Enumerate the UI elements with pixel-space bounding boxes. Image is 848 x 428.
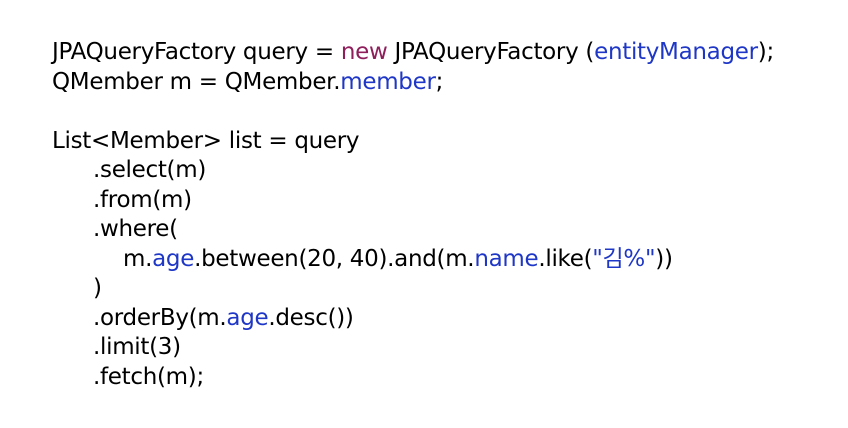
code-text: .desc()) bbox=[268, 304, 354, 331]
code-text: JPAQueryFactory ( bbox=[387, 39, 595, 65]
code-text: .between(20, 40).and(m. bbox=[194, 245, 475, 272]
code-line-where: .where( bbox=[52, 215, 842, 245]
code-line-where-condition: m.age.between(20, 40).and(m.name.like("김… bbox=[52, 245, 842, 275]
name-field: name bbox=[474, 245, 539, 272]
code-text: ) bbox=[93, 275, 102, 301]
code-text: List<Member> list = query bbox=[52, 127, 360, 154]
code-line-from: .from(m) bbox=[52, 186, 842, 216]
code-text: )) bbox=[655, 245, 673, 272]
age-field: age bbox=[226, 304, 269, 331]
code-text: .where( bbox=[93, 216, 178, 242]
entity-manager-arg: entityManager bbox=[594, 39, 758, 65]
code-text: .limit(3) bbox=[93, 334, 181, 360]
code-text: .like( bbox=[538, 245, 593, 272]
code-line-fetch: .fetch(m); bbox=[52, 363, 842, 393]
age-field: age bbox=[152, 245, 195, 272]
code-line-qmember: QMember m = QMember.member; bbox=[52, 68, 842, 98]
code-line-select: .select(m) bbox=[52, 156, 842, 186]
code-line-where-close: ) bbox=[52, 274, 842, 304]
code-line-limit: .limit(3) bbox=[52, 333, 842, 363]
code-text: .fetch(m); bbox=[93, 363, 204, 390]
member-field: member bbox=[340, 68, 436, 95]
code-text: JPAQueryFactory query = bbox=[52, 39, 341, 65]
code-snippet: JPAQueryFactory query = new JPAQueryFact… bbox=[52, 38, 842, 392]
code-text: QMember m = QMember. bbox=[52, 68, 341, 95]
code-text: ); bbox=[757, 39, 774, 65]
code-text: .orderBy(m. bbox=[93, 304, 227, 331]
code-text: ; bbox=[435, 68, 444, 95]
code-text: .from(m) bbox=[93, 186, 192, 213]
code-line-order-by: .orderBy(m.age.desc()) bbox=[52, 304, 842, 334]
blank-line bbox=[52, 97, 842, 127]
code-line-query-factory: JPAQueryFactory query = new JPAQueryFact… bbox=[52, 38, 842, 68]
code-text: m. bbox=[123, 245, 153, 272]
code-line-list-declaration: List<Member> list = query bbox=[52, 127, 842, 157]
keyword-new: new bbox=[340, 39, 388, 65]
string-literal: "김%" bbox=[592, 245, 656, 272]
code-text: .select(m) bbox=[93, 157, 206, 183]
